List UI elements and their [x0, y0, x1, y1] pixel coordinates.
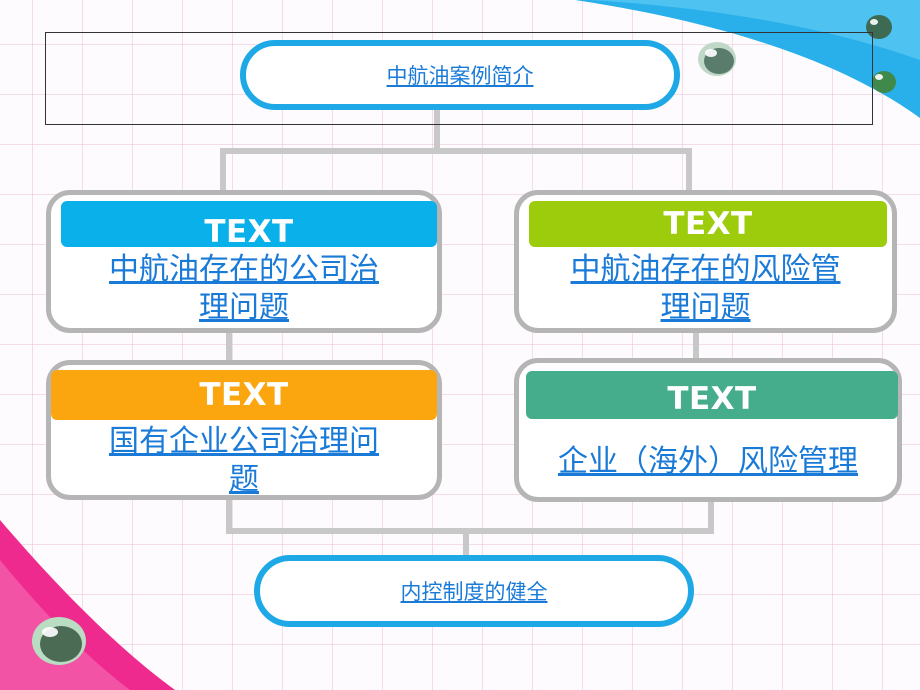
connector-left-middle: [226, 330, 232, 364]
connector-top-vertical: [434, 108, 440, 150]
water-drop-icon: [872, 71, 896, 93]
card-link-line-2[interactable]: 理问题: [660, 290, 751, 325]
card-ribbon: TEXT: [51, 370, 437, 420]
card-corporate-governance: TEXT 中航油存在的公司治 理问题: [46, 190, 442, 333]
bottom-pill-link[interactable]: 内控制度的健全: [400, 580, 548, 604]
card-ribbon: TEXT: [526, 371, 898, 419]
top-pill-link[interactable]: 中航油案例简介: [386, 64, 534, 88]
card-text: 中航油存在的风险管 理问题: [519, 251, 892, 327]
connector-left-bottom: [226, 495, 232, 533]
connector-top-horizontal: [220, 148, 692, 154]
card-text: 国有企业公司治理问 题: [51, 423, 437, 499]
card-link-line-2[interactable]: 题: [229, 462, 259, 497]
card-link-line-1[interactable]: 企业（海外）风险管理: [558, 444, 858, 479]
card-text: 企业（海外）风险管理: [519, 443, 897, 481]
connector-left-drop: [220, 148, 226, 198]
card-overseas-risk: TEXT 企业（海外）风险管理: [514, 358, 902, 502]
top-pill: 中航油案例简介: [240, 40, 680, 110]
card-text: 中航油存在的公司治 理问题: [51, 251, 437, 327]
title-frame: [45, 32, 873, 125]
bottom-pill: 内控制度的健全: [254, 555, 694, 627]
card-link-line-1[interactable]: 中航油存在的风险管: [570, 252, 841, 287]
card-ribbon: TEXT: [529, 201, 887, 247]
water-drop-icon: [698, 42, 736, 76]
connector-right-middle: [693, 330, 699, 364]
card-link-line-1[interactable]: 中航油存在的公司治: [109, 252, 379, 287]
card-ribbon: TEXT: [61, 201, 437, 250]
connector-right-bottom: [708, 498, 714, 533]
water-drop-icon: [32, 617, 86, 665]
connector-bottom-horizontal: [226, 528, 714, 534]
card-link-line-2[interactable]: 理问题: [199, 290, 289, 325]
connector-right-drop: [686, 148, 692, 198]
card-risk-management: TEXT 中航油存在的风险管 理问题: [514, 190, 897, 333]
card-soe-governance: TEXT 国有企业公司治理问 题: [46, 360, 442, 500]
connector-bottom-vertical: [463, 528, 469, 562]
card-link-line-1[interactable]: 国有企业公司治理问: [109, 424, 379, 459]
